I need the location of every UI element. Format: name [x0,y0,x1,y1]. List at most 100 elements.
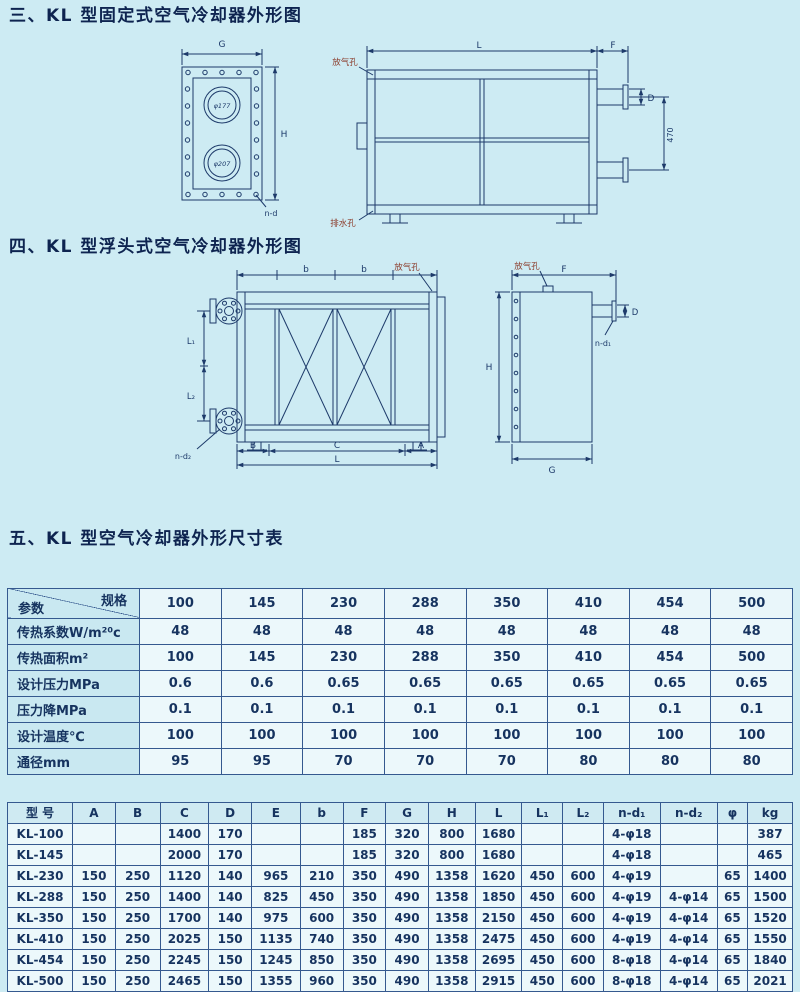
spec-value-cell: 0.1 [302,695,385,723]
dim-label-d-end: D [632,308,639,318]
dim-value-cell: 250 [114,906,161,929]
dim-label-d: D [648,94,655,104]
spec-value-cell: 100 [139,643,222,671]
dim-label-c: C [334,441,340,451]
floating-type-drawing-svg: b b L₁ L₂ B C A L n-d₂ 放气孔 F D n-d₁ H G … [175,261,639,476]
dim-value-cell: 1500 [747,885,793,908]
dim-value-cell: 65 [716,969,749,992]
dim-value-cell: 600 [562,885,604,908]
spec-corner-param-label: 参数 [18,601,45,617]
dim-value-cell: 1550 [747,927,793,950]
dim-value-cell: 1135 [251,927,301,950]
dim-value-cell: 600 [299,906,344,929]
dim-label-l-total: L [334,455,339,465]
dim-label-nd: n-d [264,209,277,218]
spec-corner-cell: 规格 参数 [7,587,140,619]
dim-value-cell: 1358 [427,906,476,929]
dim-value-cell: 1358 [427,927,476,950]
dim-value-cell: 2475 [474,927,523,950]
dim-col-header: A [72,801,116,824]
dim-value-cell [299,822,344,845]
spec-value-cell: 0.1 [139,695,222,723]
dim-label-b2: b [361,265,367,275]
dim-row-model: KL-500 [6,969,74,992]
dim-row-model: KL-145 [6,843,74,866]
vent-hole-label-left-view: 放气孔 [394,262,420,273]
spec-value-cell: 70 [465,747,549,775]
spec-value-cell: 70 [383,747,467,775]
spec-col-header: 100 [139,587,222,619]
dim-value-cell: 1355 [251,969,301,992]
spec-col-header: 500 [710,587,793,619]
drawing-floating-type: b b L₁ L₂ B C A L n-d₂ 放气孔 F D n-d₁ H G … [7,259,793,477]
drawing-fixed-type: G H n-d φ177 φ207 L F D 470 放气孔 排水孔 [7,27,793,237]
dim-value-cell: 65 [716,948,749,971]
dim-value-cell [521,843,564,866]
spec-value-cell: 48 [383,617,467,645]
dim-value-cell [114,822,161,845]
dim-value-cell: 490 [385,885,429,908]
dim-label-l1: L₁ [187,337,195,347]
spec-value-cell: 350 [465,643,549,671]
dim-value-cell: 150 [72,948,116,971]
spec-value-cell: 0.1 [628,695,712,723]
dim-value-cell: 387 [747,822,793,845]
spec-col-header: 350 [465,587,549,619]
dim-value-cell: 140 [208,885,252,908]
dim-value-cell: 185 [342,843,387,866]
dim-value-cell [114,843,161,866]
dim-value-cell: 600 [562,948,604,971]
dim-value-cell: 210 [299,864,344,887]
dim-value-cell: 1840 [747,948,793,971]
dim-value-cell: 150 [72,885,116,908]
top-opening-label: φ177 [214,102,232,110]
dim-value-cell: 65 [716,864,749,887]
spec-col-header: 230 [302,587,385,619]
spec-value-cell: 100 [302,721,385,749]
spec-col-header: 145 [220,587,304,619]
dim-value-cell: 150 [72,864,116,887]
dim-col-header: E [251,801,301,824]
dim-col-header: F [342,801,387,824]
dim-value-cell: 1620 [474,864,523,887]
dim-value-cell [72,822,116,845]
dim-value-cell: 2150 [474,906,523,929]
dim-value-cell: 350 [342,864,387,887]
dim-value-cell: 4-φ19 [602,885,661,908]
dim-label-a: A [418,441,425,451]
dim-value-cell: 350 [342,927,387,950]
dim-value-cell: 2465 [159,969,210,992]
spec-value-cell: 0.6 [139,669,222,697]
dim-value-cell: 800 [427,822,476,845]
dim-value-cell: 450 [521,906,564,929]
dim-value-cell: 1400 [159,885,210,908]
spec-value-cell: 0.65 [547,669,630,697]
vent-hole-label-end-view: 放气孔 [514,261,540,272]
dim-label-h: H [281,130,288,140]
section3-title: 三、KL 型固定式空气冷却器外形图 [9,6,303,26]
dim-label-nd2: n-d₂ [175,452,191,461]
dim-value-cell: 150 [208,927,252,950]
dim-value-cell: 350 [342,906,387,929]
spec-corner-spec-label: 规格 [100,593,127,609]
spec-value-cell: 0.1 [547,695,630,723]
dim-value-cell: 4-φ14 [659,885,718,908]
dim-value-cell: 4-φ14 [659,906,718,929]
dim-value-cell: 2021 [747,969,793,992]
dim-value-cell: 490 [385,864,429,887]
spec-value-cell: 100 [465,721,549,749]
dim-value-cell: 600 [562,969,604,992]
dim-value-cell [659,822,718,845]
dim-row-model: KL-230 [6,864,74,887]
